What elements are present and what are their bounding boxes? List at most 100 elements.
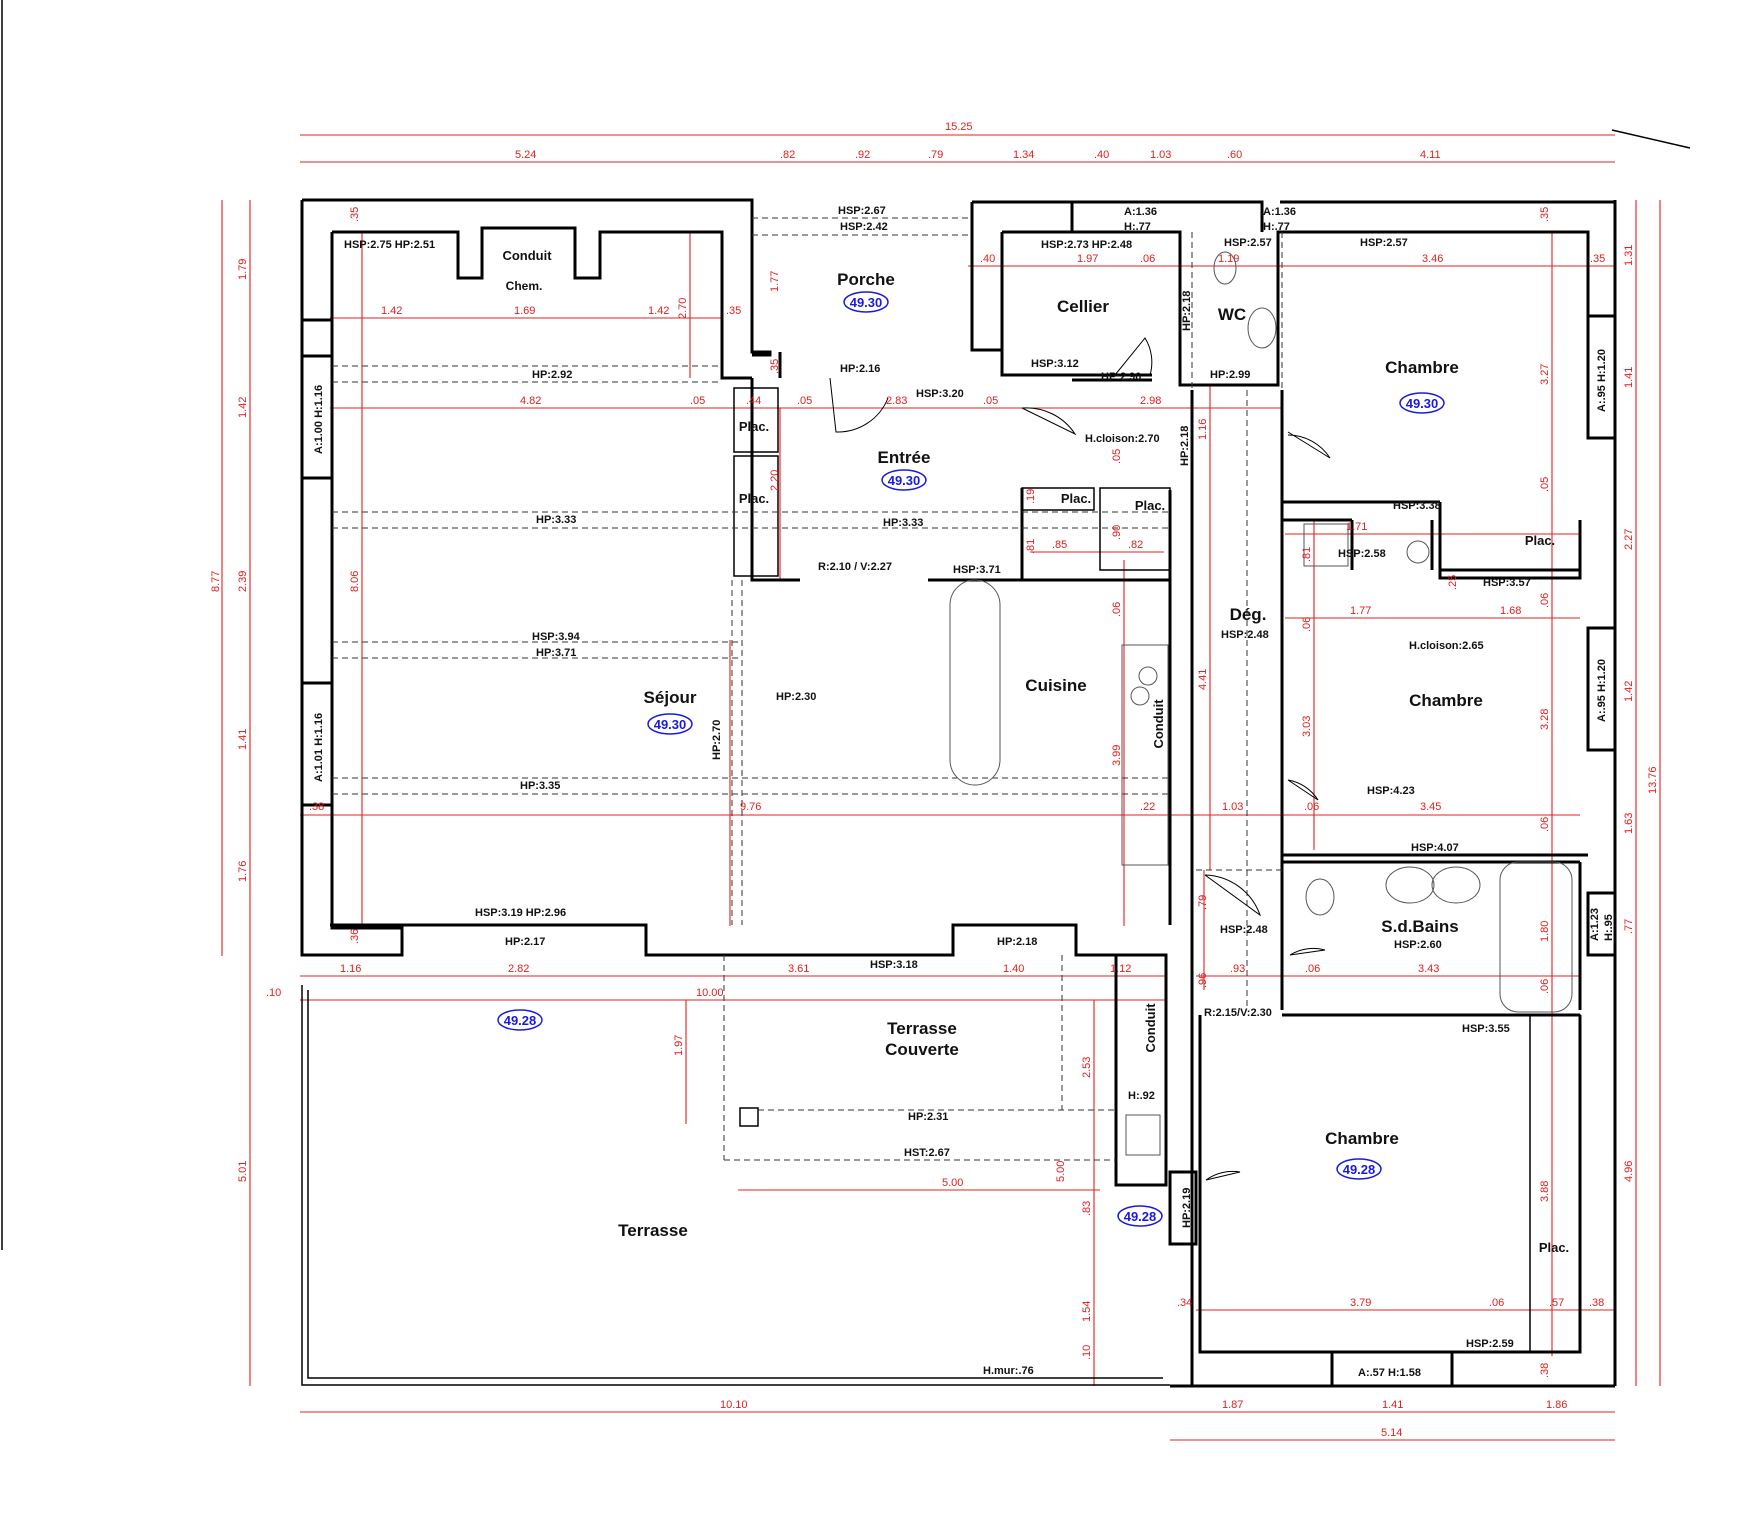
roof-edge-line (1611, 129, 1691, 149)
dim: 1.12 (1110, 963, 1131, 975)
level-chambre-ne: 49.30 (1406, 396, 1439, 411)
note: HSP:2.42 (840, 221, 888, 233)
dim: 1.77 (769, 271, 781, 292)
note: HSP:2.73 HP:2.48 (1041, 239, 1132, 251)
note: H:.77 (1124, 221, 1151, 233)
dim: .06 (1489, 1297, 1504, 1309)
dim: .35 (1590, 253, 1605, 265)
vertical-notes: A:1.00 H:1.16 A:1.01 H:1.16 A:.95 H:1.20… (313, 291, 1615, 1228)
dim: 3.03 (1301, 716, 1313, 737)
label-conduit-kitchen: Conduit (1151, 699, 1166, 749)
note: HSP:3.18 (870, 959, 918, 971)
dim: .05 (690, 395, 705, 407)
note: HST:2.67 (904, 1147, 950, 1159)
label-placard-5: Plac. (1525, 533, 1555, 548)
dim: 2.82 (508, 963, 529, 975)
note: H.cloison:2.65 (1409, 640, 1484, 652)
dim: 1.71 (1346, 521, 1367, 533)
room-chambre-se: Chambre (1325, 1129, 1399, 1148)
dim: 3.45 (1420, 801, 1441, 813)
note: HSP:3.12 (1031, 358, 1079, 370)
note: H.cloison:2.70 (1085, 433, 1160, 445)
note: A:1.23 (1589, 908, 1601, 941)
note: HP:3.33 (536, 514, 576, 526)
room-chambre-ne: Chambre (1385, 358, 1459, 377)
dim: .90 (1111, 525, 1123, 540)
dim: 1.16 (1197, 419, 1209, 440)
dim: 1.41 (1623, 367, 1635, 388)
note: HSP:2.60 (1394, 939, 1442, 951)
dim: 10.00 (696, 987, 724, 999)
dim: .38 (309, 801, 324, 813)
dim: 8.06 (349, 571, 361, 592)
dim: .83 (1081, 1201, 1093, 1216)
dim: 2.98 (1140, 395, 1161, 407)
dim: 1.34 (1013, 149, 1034, 161)
note: HSP:3.20 (916, 388, 964, 400)
dim: .05 (1539, 477, 1551, 492)
height-notes: HSP:2.75 HP:2.51 HSP:2.67 HSP:2.42 A:1.3… (344, 205, 1531, 1379)
dim: 1.42 (1623, 681, 1635, 702)
dim: .06 (1301, 617, 1313, 632)
note: R:2.15/V:2.30 (1204, 1007, 1272, 1019)
dim: .38 (1589, 1297, 1604, 1309)
dim: 1.77 (1350, 605, 1371, 617)
label-conduit: Conduit (502, 248, 552, 263)
dim: 1.86 (1546, 1399, 1567, 1411)
note: A:.95 H:1.20 (1596, 659, 1608, 722)
note: HP:2.18 (997, 936, 1037, 948)
dim: .35 (349, 207, 361, 222)
dim: .79 (1197, 895, 1209, 910)
note: HSP:2.57 (1224, 237, 1272, 249)
note: A:.95 H:1.20 (1596, 349, 1608, 412)
dim: 1.63 (1623, 813, 1635, 834)
note: R:2.10 / V:2.27 (818, 561, 892, 573)
door-swings (829, 337, 1331, 1181)
dim: 1.19 (1218, 253, 1239, 265)
dim: .82 (780, 149, 795, 161)
dim: 1.31 (1623, 245, 1635, 266)
dim: 4.41 (1197, 669, 1209, 690)
dim: 1.97 (1077, 253, 1098, 265)
dim: .82 (1128, 539, 1143, 551)
note: HP:3.33 (883, 517, 923, 529)
label-placard-1: Plac. (739, 419, 769, 434)
dim: .05 (797, 395, 812, 407)
note: HSP:4.23 (1367, 785, 1415, 797)
dim: .92 (855, 149, 870, 161)
dim: 1.97 (673, 1035, 685, 1056)
note: HP:2.19 (1181, 1188, 1193, 1228)
note: H:.77 (1263, 221, 1290, 233)
dim: .57 (1549, 1297, 1564, 1309)
dim: 1.03 (1150, 149, 1171, 161)
note: A:1.36 (1263, 206, 1296, 218)
dim: 4.96 (1623, 1161, 1635, 1182)
dim: 1.79 (237, 259, 249, 280)
dim: 1.41 (237, 729, 249, 750)
dim: 1.76 (237, 861, 249, 882)
dim: .81 (1025, 539, 1037, 554)
dim: .81 (1301, 547, 1313, 562)
note: HP:2.99 (1210, 369, 1250, 381)
dimension-lines (221, 134, 1661, 1441)
dim: 4.82 (520, 395, 541, 407)
dim: .60 (1227, 149, 1242, 161)
dim: 3.28 (1539, 709, 1551, 730)
dim: 5.24 (515, 149, 536, 161)
dim: 2.20 (769, 470, 781, 491)
note: HP:2.70 (711, 720, 723, 760)
dim: 5.14 (1381, 1427, 1402, 1439)
room-terrasse-couverte-1: Terrasse (887, 1019, 957, 1038)
note: HP:2.92 (532, 369, 572, 381)
dim: 2.83 (886, 395, 907, 407)
note: HP:2.16 (840, 363, 880, 375)
label-placard-2: Plac. (739, 491, 769, 506)
dim: .77 (1623, 919, 1635, 934)
dim: 10.10 (720, 1399, 748, 1411)
dim: 5.01 (237, 1161, 249, 1182)
room-labels: Séjour Entrée Porche Cellier WC Cuisine … (502, 248, 1569, 1255)
dim: 1.42 (648, 305, 669, 317)
label-placard-3: Plac. (1061, 491, 1091, 506)
dim: .40 (980, 253, 995, 265)
